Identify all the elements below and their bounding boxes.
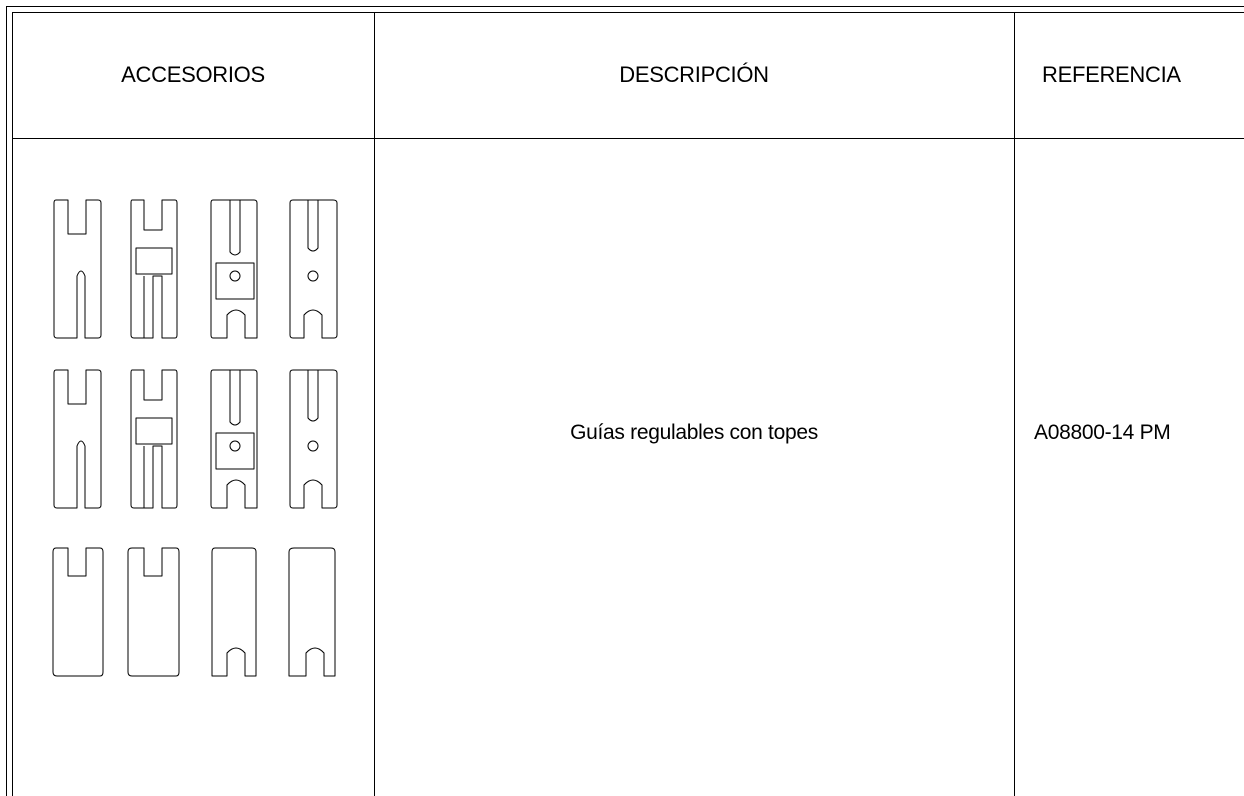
reference-cell: A08800-14 PM <box>1034 421 1171 444</box>
stop-plate-4 <box>288 547 336 677</box>
stop-plate-3 <box>211 547 257 677</box>
guide-plate-1 <box>53 199 102 339</box>
guide-plate-4 <box>289 199 338 339</box>
adjustable-guides-with-stops-drawing <box>52 199 338 677</box>
guide-plate-6 <box>130 369 178 509</box>
stop-plate-1 <box>52 547 104 677</box>
stop-plate-2 <box>127 547 180 677</box>
header-description: DESCRIPCIÓN <box>619 62 769 87</box>
guide-plate-7 <box>210 369 258 509</box>
header-reference: REFERENCIA <box>1042 62 1181 87</box>
guide-plate-5 <box>53 369 102 509</box>
guide-plate-2 <box>130 199 178 339</box>
header-accessories: ACCESORIOS <box>121 62 265 87</box>
description-cell: Guías regulables con topes <box>570 421 818 444</box>
guide-plate-8 <box>289 369 338 509</box>
guide-plate-3 <box>210 199 258 339</box>
